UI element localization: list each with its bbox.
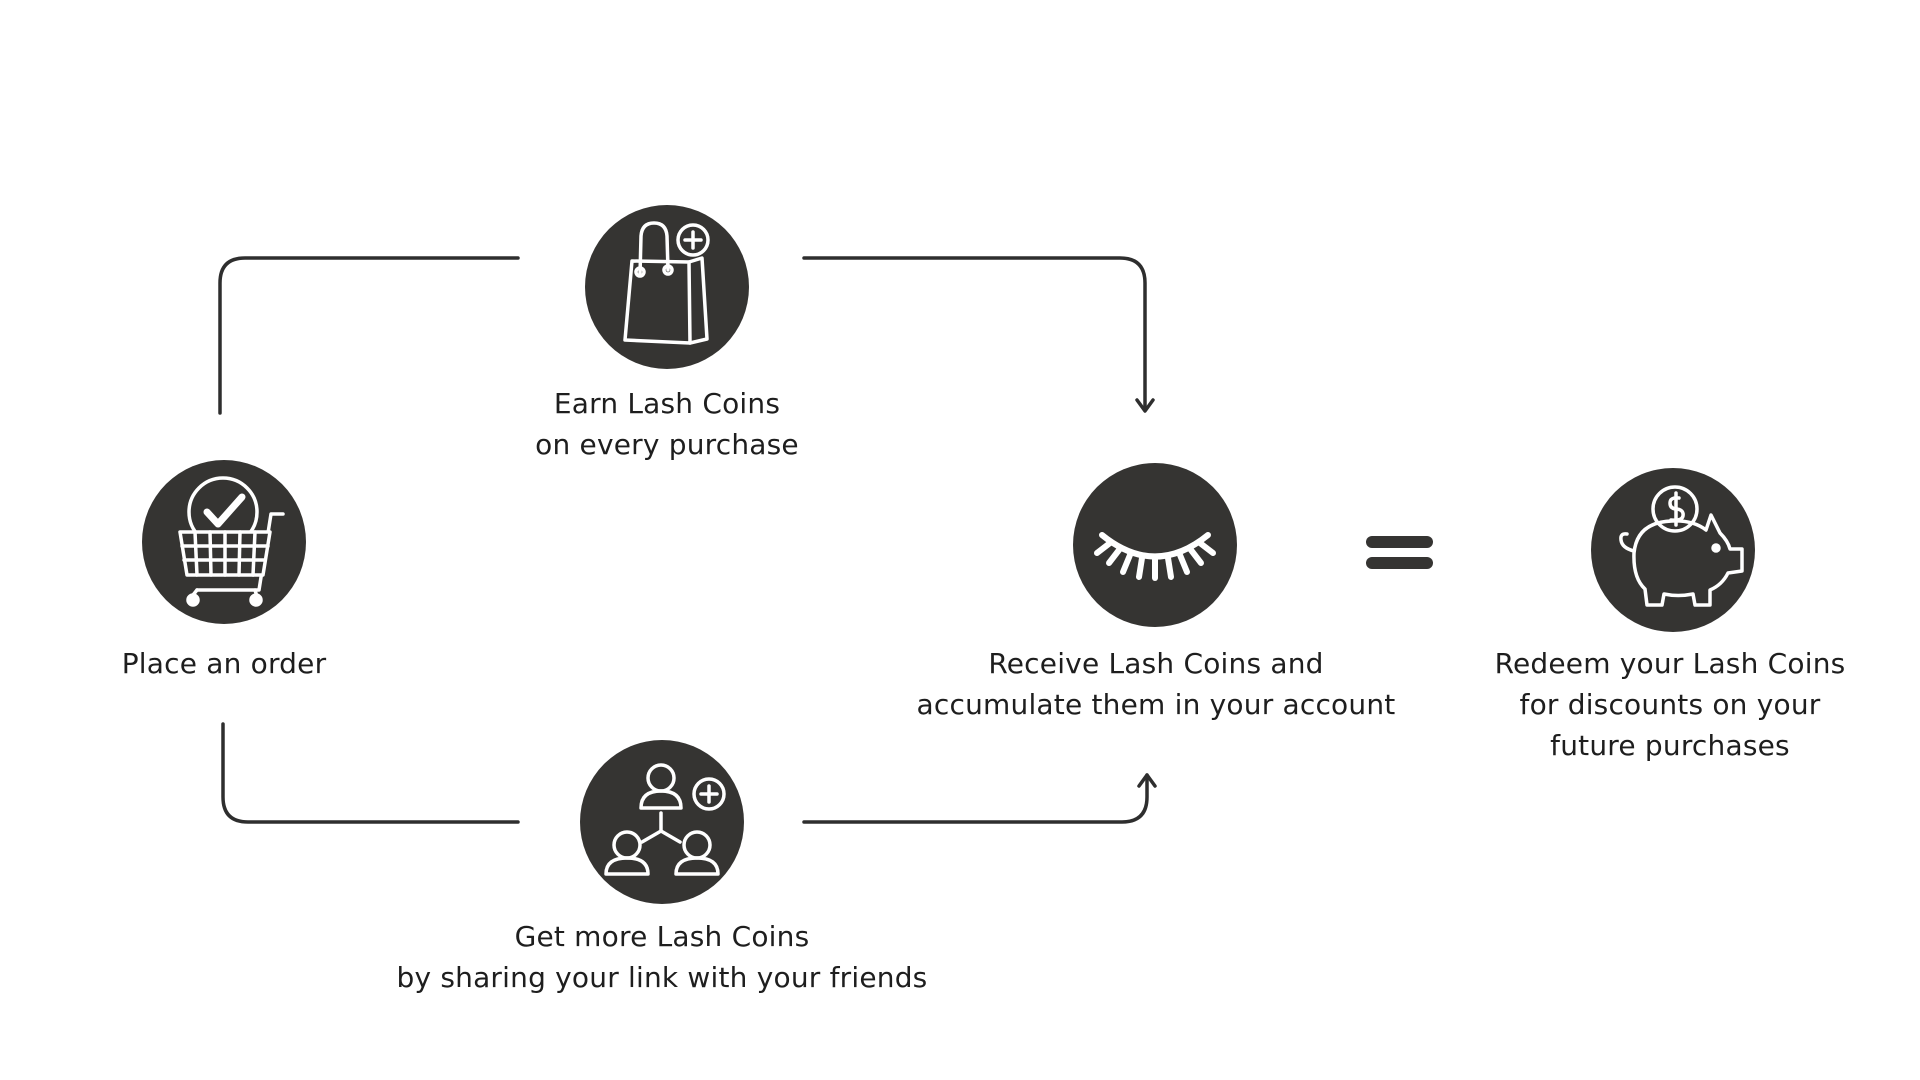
redeem-line-1: Redeem your Lash Coins xyxy=(1494,647,1846,680)
arrowhead-down xyxy=(1135,398,1155,413)
place-order-label: Place an order xyxy=(104,643,344,684)
arrowhead-up xyxy=(1137,773,1157,788)
earn-label: Earn Lash Coins on every purchase xyxy=(497,383,837,465)
share-line-1: Get more Lash Coins xyxy=(514,920,810,953)
redeem-line-2: for discounts on your xyxy=(1519,688,1821,721)
equals-icon xyxy=(1366,536,1433,569)
shopping-bag-plus-icon xyxy=(623,221,710,345)
earn-line-1: Earn Lash Coins xyxy=(553,387,781,420)
connector-share-to-receive xyxy=(802,773,1149,824)
receive-label: Receive Lash Coins and accumulate them i… xyxy=(896,643,1416,725)
receive-line-2: accumulate them in your account xyxy=(916,688,1396,721)
connector-order-to-share xyxy=(221,722,520,824)
connector-earn-to-receive xyxy=(802,256,1147,412)
earn-line-2: on every purchase xyxy=(535,428,799,461)
redeem-step-icon xyxy=(1591,468,1755,632)
receive-line-1: Receive Lash Coins and xyxy=(988,647,1324,680)
share-line-2: by sharing your link with your friends xyxy=(396,961,928,994)
share-step-icon xyxy=(580,740,744,904)
share-label: Get more Lash Coins by sharing your link… xyxy=(382,916,942,998)
redeem-line-3: future purchases xyxy=(1550,729,1790,762)
connector-order-to-earn xyxy=(218,256,520,415)
closed-eye-lash-icon xyxy=(1094,532,1216,581)
shopping-cart-check-icon xyxy=(178,476,285,607)
place-order-text: Place an order xyxy=(121,647,327,680)
piggy-bank-coin-icon xyxy=(1619,485,1744,607)
redeem-label: Redeem your Lash Coins for discounts on … xyxy=(1470,643,1870,766)
earn-step-icon xyxy=(585,205,749,369)
place-order-step-icon xyxy=(142,460,306,624)
receive-step-icon xyxy=(1073,463,1237,627)
share-friends-icon xyxy=(604,763,726,876)
